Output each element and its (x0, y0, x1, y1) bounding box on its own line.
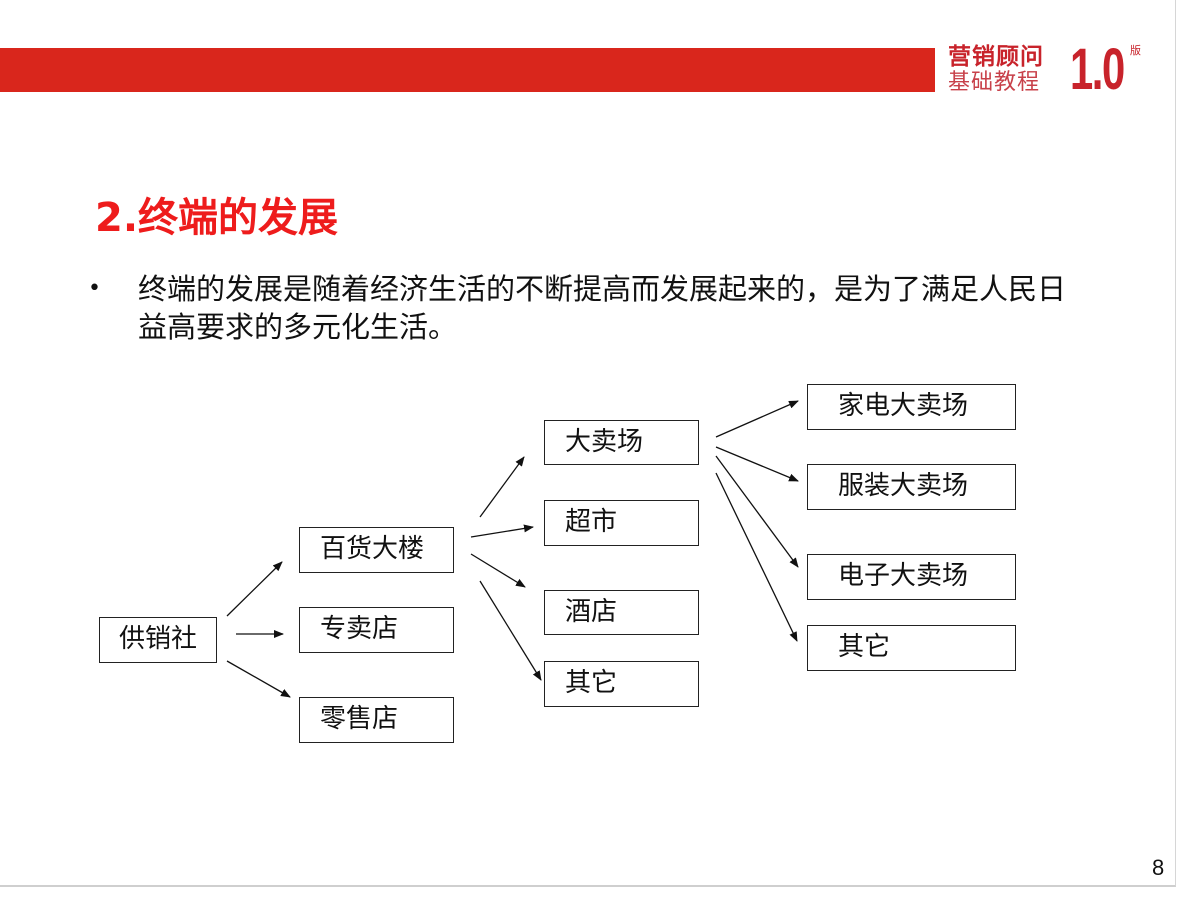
arrow-icon (715, 400, 799, 438)
node-hotel: 酒店 (544, 590, 699, 635)
arrow-icon (479, 456, 525, 518)
node-electronics-hypermarket: 电子大卖场 (807, 554, 1016, 600)
bullet-text: 终端的发展是随着经济生活的不断提高而发展起来的，是为了满足人民日益高要求的多元化… (138, 272, 1067, 344)
brand-line-1: 营销顾问 (948, 44, 1044, 70)
arrow-icon (715, 455, 799, 568)
node-appliance-hypermarket: 家电大卖场 (807, 384, 1016, 430)
brand-line-2: 基础教程 (948, 70, 1041, 95)
arrow-icon (715, 472, 798, 642)
node-other-level3: 其它 (807, 625, 1016, 671)
node-clothing-hypermarket: 服装大卖场 (807, 464, 1016, 510)
arrow-icon (715, 446, 799, 482)
arrow-icon (470, 553, 526, 588)
arrow-icon (470, 524, 534, 538)
slide-title: 2.终端的发展 (95, 195, 339, 241)
bullet-marker: • (88, 276, 101, 301)
node-specialty-store: 专卖店 (299, 607, 454, 653)
arrow-icon (479, 580, 542, 681)
arrow-icon (226, 660, 291, 698)
node-supply-coop: 供销社 (99, 617, 217, 663)
brand-version-suffix: 版 (1130, 44, 1141, 57)
header-red-bar (0, 48, 935, 92)
brand-logo: 营销顾问 基础教程 1.0 版 (948, 37, 1158, 102)
node-other-level2: 其它 (544, 661, 699, 707)
brand-version: 1.0 (1070, 37, 1125, 102)
node-hypermarket: 大卖场 (544, 420, 699, 465)
node-retail-store: 零售店 (299, 697, 454, 743)
page-number: 8 (1152, 855, 1165, 880)
slide: 营销顾问 基础教程 1.0 版 2.终端的发展 • 终端的发展是随着经济生活的不… (0, 0, 1176, 887)
arrow-icon (226, 561, 283, 617)
node-supermarket: 超市 (544, 500, 699, 546)
node-department-store: 百货大楼 (299, 527, 454, 573)
